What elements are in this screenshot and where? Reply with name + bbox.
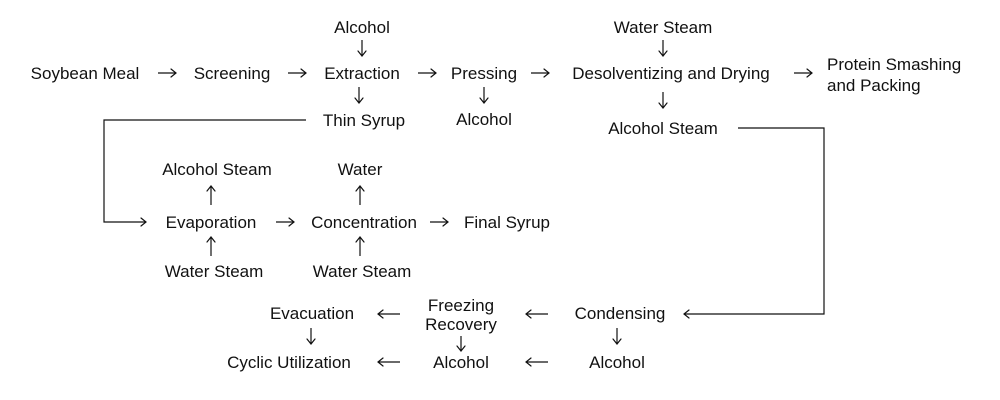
- node-alcohol-pressing: Alcohol: [456, 110, 512, 129]
- arrow-desolventizing-to-protein: [794, 68, 813, 78]
- arrow-extraction-to-pressing: [418, 68, 437, 78]
- node-desolventizing-drying: Desolventizing and Drying: [572, 64, 770, 83]
- arrow-evacuation-to-cyclic: [306, 328, 316, 345]
- node-thin-syrup: Thin Syrup: [323, 111, 405, 130]
- arrow-evaporation-to-alcohol-steam: [206, 185, 216, 205]
- node-protein-smashing-line1: Protein Smashing: [827, 55, 961, 74]
- node-protein-smashing-line2: and Packing: [827, 76, 921, 95]
- node-alcohol-condensing: Alcohol: [589, 353, 645, 372]
- node-alcohol-input: Alcohol: [334, 18, 390, 37]
- arrow-condensing-to-alcohol: [612, 328, 622, 345]
- node-alcohol-freezing: Alcohol: [433, 353, 489, 372]
- arrow-alcohol-to-alcohol: [525, 357, 548, 367]
- arrow-extraction-to-thin-syrup: [354, 87, 364, 104]
- node-evacuation: Evacuation: [270, 304, 354, 323]
- node-water: Water: [338, 160, 383, 179]
- arrow-water-steam-to-evaporation: [206, 236, 216, 256]
- node-alcohol-steam-left: Alcohol Steam: [162, 160, 272, 179]
- node-screening: Screening: [194, 64, 271, 83]
- node-freezing-recovery-line1: Freezing: [428, 296, 494, 315]
- arrow-alcohol-to-cyclic: [377, 357, 400, 367]
- arrow-screening-to-extraction: [288, 68, 307, 78]
- arrow-soybean-to-screening: [158, 68, 177, 78]
- arrow-water-steam-to-desolventizing: [658, 40, 668, 57]
- node-evaporation: Evaporation: [166, 213, 257, 232]
- node-condensing: Condensing: [575, 304, 666, 323]
- arrow-alcohol-to-extraction: [357, 40, 367, 57]
- arrow-pressing-to-desolventizing: [531, 68, 550, 78]
- arrow-freezing-to-alcohol: [456, 336, 466, 352]
- node-pressing: Pressing: [451, 64, 517, 83]
- connector-alcohol-steam-to-condensing: [683, 127, 825, 319]
- node-final-syrup: Final Syrup: [464, 213, 550, 232]
- arrow-condensing-to-freezing: [525, 309, 548, 319]
- arrow-pressing-to-alcohol: [479, 87, 489, 104]
- arrow-evaporation-to-concentration: [276, 217, 295, 227]
- arrow-water-steam-to-concentration: [355, 236, 365, 256]
- arrow-concentration-to-water: [355, 185, 365, 205]
- node-extraction: Extraction: [324, 64, 400, 83]
- arrow-concentration-to-final-syrup: [430, 217, 449, 227]
- node-cyclic-utilization: Cyclic Utilization: [227, 353, 351, 372]
- connector-thin-syrup-to-evaporation: [103, 119, 306, 227]
- node-water-steam-concentration: Water Steam: [313, 262, 412, 281]
- node-concentration: Concentration: [311, 213, 417, 232]
- node-water-steam-evaporation: Water Steam: [165, 262, 264, 281]
- node-alcohol-steam-right: Alcohol Steam: [608, 119, 718, 138]
- node-water-steam-top: Water Steam: [614, 18, 713, 37]
- arrow-desolventizing-to-alcohol-steam: [658, 92, 668, 109]
- arrow-freezing-to-evacuation: [377, 309, 400, 319]
- node-soybean-meal: Soybean Meal: [31, 64, 140, 83]
- node-freezing-recovery-line2: Recovery: [425, 315, 497, 334]
